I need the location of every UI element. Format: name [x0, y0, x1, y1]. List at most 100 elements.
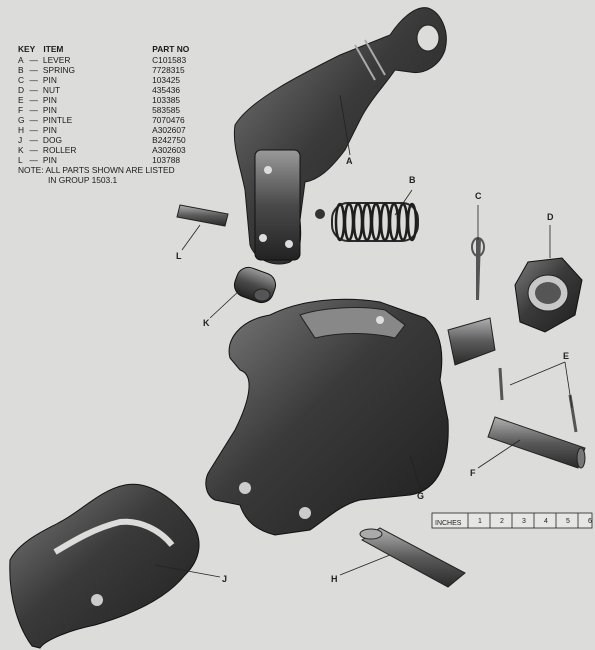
scale-tick-label: 2: [500, 518, 504, 525]
row-part-no: 435436: [152, 85, 181, 95]
row-part-no: 7070476: [152, 115, 185, 125]
row-key: D: [18, 85, 25, 95]
callout-k: K: [203, 318, 210, 328]
callout-f: F: [470, 468, 476, 478]
parts-table-row: K — ROLLER A302603: [18, 145, 200, 155]
row-item: PIN: [42, 155, 57, 165]
parts-table-row: G — PINTLE 7070476: [18, 115, 200, 125]
row-dash: —: [29, 145, 38, 155]
row-part-no: 103385: [152, 95, 181, 105]
spring-coil: [397, 202, 409, 242]
callout-d: D: [547, 212, 554, 222]
callout-g: G: [417, 491, 424, 501]
row-item: DOG: [42, 135, 62, 145]
note-line-1: NOTE: ALL PARTS SHOWN ARE LISTED: [18, 165, 175, 175]
pin-part-f: [487, 416, 586, 469]
spring-part-b: [331, 202, 419, 242]
row-key: A: [18, 55, 24, 65]
row-dash: —: [29, 135, 38, 145]
scale-label: INCHES: [435, 520, 462, 527]
row-dash: —: [29, 155, 38, 165]
parts-table-row: F — PIN 583585: [18, 105, 200, 115]
row-part-no: 583585: [152, 105, 181, 115]
row-dash: —: [29, 65, 38, 75]
parts-table-row: L — PIN 103788: [18, 155, 200, 165]
spring-coil: [370, 202, 382, 242]
dog-part-j: [9, 483, 200, 649]
callout-c: C: [475, 191, 482, 201]
spring-coil: [334, 202, 346, 242]
parts-table-header: KEY ITEM PART NO: [18, 44, 200, 54]
callout-b: B: [409, 175, 416, 185]
castle-nut-part-d: [514, 257, 583, 333]
scale-tick-label: 3: [522, 518, 526, 525]
row-item: PIN: [42, 75, 57, 85]
scale-tick-label: 1: [478, 518, 482, 525]
cotter-pin-part-c: [471, 237, 485, 300]
row-dash: —: [29, 95, 38, 105]
row-key: K: [18, 145, 24, 155]
row-part-no: C101583: [152, 55, 187, 65]
parts-table-row: D — NUT 435436: [18, 85, 200, 95]
callout-e: E: [563, 351, 569, 361]
row-item: PIN: [42, 105, 57, 115]
parts-table-row: A — LEVER C101583: [18, 55, 200, 65]
row-dash: —: [29, 75, 38, 85]
row-dash: —: [29, 105, 38, 115]
row-item: ROLLER: [42, 145, 77, 155]
row-part-no: A302603: [152, 145, 186, 155]
row-key: B: [18, 65, 24, 75]
row-key: G: [18, 115, 25, 125]
row-dash: —: [29, 55, 38, 65]
row-key: F: [18, 105, 24, 115]
spring-coil: [343, 202, 355, 242]
note-line-2: IN GROUP 1503.1: [48, 175, 118, 185]
row-part-no: 103788: [152, 155, 181, 165]
spring-coil: [352, 202, 364, 242]
row-dash: —: [29, 115, 38, 125]
spring-coil: [406, 202, 418, 242]
callout-l: L: [176, 251, 182, 261]
spring-coil: [361, 202, 373, 242]
row-item: PIN: [42, 125, 57, 135]
header-key: KEY: [18, 44, 36, 54]
spring-coils: [334, 202, 418, 242]
parts-table-note: NOTE: ALL PARTS SHOWN ARE LISTED IN GROU…: [18, 165, 200, 185]
row-dash: —: [29, 125, 38, 135]
row-part-no: 7728315: [152, 65, 185, 75]
spring-coil: [388, 202, 400, 242]
row-part-no: 103425: [152, 75, 181, 85]
roller-part-k: [233, 266, 277, 304]
leader-lines: [154, 94, 573, 578]
row-key: L: [18, 155, 23, 165]
row-item: PINTLE: [42, 115, 73, 125]
pin-part-h: [359, 527, 466, 588]
parts-table-row: E — PIN 103385: [18, 95, 200, 105]
row-item: PIN: [42, 95, 57, 105]
spring-coil: [379, 202, 391, 242]
callout-h: H: [331, 574, 338, 584]
row-key: E: [18, 95, 24, 105]
parts-table-row: C — PIN 103425: [18, 75, 200, 85]
header-item: ITEM: [43, 44, 64, 54]
row-item: SPRING: [42, 65, 76, 75]
parts-table-row: B — SPRING 7728315: [18, 65, 200, 75]
lever-part-a: [233, 7, 447, 265]
callout-a: A: [346, 156, 353, 166]
callout-j: J: [222, 574, 227, 584]
row-key: C: [18, 75, 25, 85]
scale-tick-label: 5: [566, 518, 570, 525]
pintle-part-g: [205, 298, 496, 536]
row-item: LEVER: [42, 55, 71, 65]
row-key: H: [18, 125, 25, 135]
row-item: NUT: [42, 85, 61, 95]
row-part-no: B242750: [152, 135, 186, 145]
row-dash: —: [29, 85, 38, 95]
